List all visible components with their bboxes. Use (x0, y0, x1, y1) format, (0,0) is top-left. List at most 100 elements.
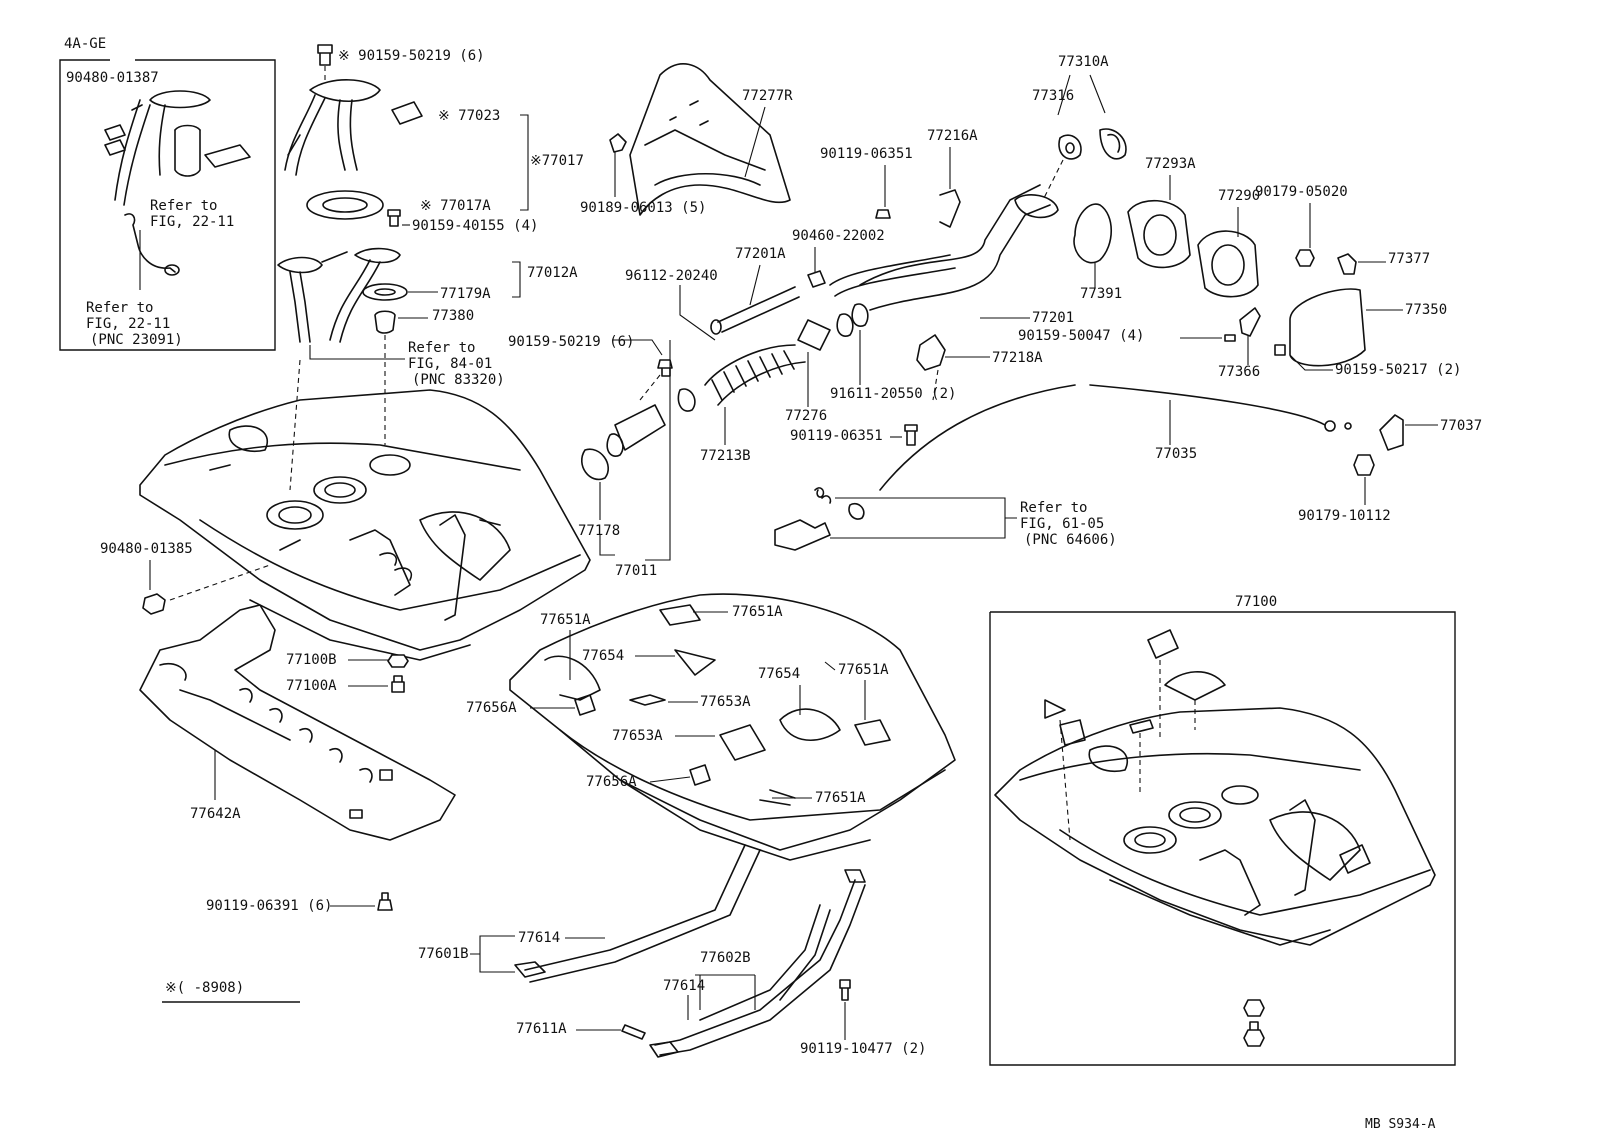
label-77213b: 77213B (700, 448, 751, 464)
leader-77601b (470, 935, 515, 973)
label-90460-22002: 90460-22002 (792, 228, 885, 244)
label-77377: 77377 (1388, 251, 1430, 267)
filler-tube-group: 96112-20240 77201A 90460-22002 77201 901… (508, 128, 1074, 579)
label-77614-1: 77614 (518, 930, 560, 946)
label-77656a-1: 77656A (466, 700, 517, 716)
label-91611-20550: 91611-20550 (2) (830, 386, 956, 402)
dash-90480-01385 (169, 564, 271, 601)
label-77216a: 77216A (927, 128, 978, 144)
label-77293a: 77293A (1145, 156, 1196, 172)
label-refer-fig22-11-a-l2: FIG, 22-11 (150, 214, 234, 230)
label-77601b: 77601B (418, 946, 469, 962)
label-90119-06351-top: 90119-06351 (820, 146, 913, 162)
label-77218a: 77218A (992, 350, 1043, 366)
label-77316: 77316 (1032, 88, 1074, 104)
leader-77602b (695, 974, 756, 1010)
label-refer-fig22-11-b-l2: FIG, 22-11 (86, 316, 170, 332)
label-77277r: 77277R (742, 88, 793, 104)
label-90179-05020: 90179-05020 (1255, 184, 1348, 200)
inset-fuel-pump (104, 90, 251, 206)
label-90159-50219-mid: 90159-50219 (6) (508, 334, 634, 350)
fuel-sender-group: ※ 90159-50219 (6) ※ 77023 ※77017 ※ 77017… (277, 44, 584, 491)
heat-insulator-77277r: 77277R 90189-06013 (5) (580, 63, 793, 216)
label-77366: 77366 (1218, 364, 1260, 380)
label-77035: 77035 (1155, 446, 1197, 462)
protector-77642a (139, 604, 456, 841)
label-90480-01385: 90480-01385 (100, 541, 193, 557)
label-77651a-1: 77651A (540, 612, 591, 628)
assembly-77100-box: 77100 (989, 594, 1456, 1066)
label-77290: 77290 (1218, 188, 1260, 204)
opener-cable-group: 77035 77037 90179-10112 Refer to FIG, 61… (774, 384, 1482, 551)
label-77653a-2: 77653A (612, 728, 663, 744)
label-date-note: ※( -8908) (165, 980, 244, 996)
label-77037: 77037 (1440, 418, 1482, 434)
label-77391: 77391 (1080, 286, 1122, 302)
label-refer-fig61-05-l3: (PNC 64606) (1024, 532, 1117, 548)
label-90159-40155: 90159-40155 (4) (412, 218, 538, 234)
label-96112-20240: 96112-20240 (625, 268, 718, 284)
label-90159-50217: 90159-50217 (2) (1335, 362, 1461, 378)
inset-4age: 4A-GE 90480-01387 Refer to FIG, 22-11 Re… (59, 36, 276, 351)
label-77656a-2: 77656A (586, 774, 637, 790)
grommet-90480-01385 (142, 593, 166, 615)
label-refer-fig61-05-l2: FIG, 61-05 (1020, 516, 1104, 532)
bolt-90119-06391 (377, 892, 393, 911)
label-90119-06351-mid: 90119-06351 (790, 428, 883, 444)
label-77100a: 77100A (286, 678, 337, 694)
label-77380: 77380 (432, 308, 474, 324)
label-77011: 77011 (615, 563, 657, 579)
label-77017: ※77017 (530, 153, 584, 169)
label-90119-10477: 90119-10477 (2) (800, 1041, 926, 1057)
label-77654-2: 77654 (758, 666, 800, 682)
label-90119-06391: 90119-06391 (6) (206, 898, 332, 914)
label-77654-1: 77654 (582, 648, 624, 664)
label-refer-fig84-01-l3: (PNC 83320) (412, 372, 505, 388)
label-77276: 77276 (785, 408, 827, 424)
label-77602b: 77602B (700, 950, 751, 966)
label-77651a-4: 77651A (815, 790, 866, 806)
label-77350: 77350 (1405, 302, 1447, 318)
leader-77651a-3 (824, 661, 866, 720)
label-77651a-2: 77651A (732, 604, 783, 620)
label-77614-2: 77614 (663, 978, 705, 994)
label-77100b: 77100B (286, 652, 337, 668)
label-engine-variant: 4A-GE (64, 36, 106, 52)
label-77651a-3: 77651A (838, 662, 889, 678)
label-77653a-1: 77653A (700, 694, 751, 710)
label-77178: 77178 (578, 523, 620, 539)
label-90189-06013: 90189-06013 (5) (580, 200, 706, 216)
label-refer-fig84-01-l1: Refer to (408, 340, 475, 356)
pad-77611a (621, 1024, 646, 1040)
label-77012a: 77012A (527, 265, 578, 281)
label-77023: ※ 77023 (438, 108, 500, 124)
nut-77100a (391, 675, 405, 693)
label-77611a: 77611A (516, 1021, 567, 1037)
label-refer-fig22-11-b-l3: (PNC 23091) (90, 332, 183, 348)
leader-77656a-2 (649, 776, 691, 783)
label-refer-fig84-01-l2: FIG, 84-01 (408, 356, 492, 372)
label-refer-fig61-05-l1: Refer to (1020, 500, 1087, 516)
filler-opening-group: 77310A 77316 77391 77293A 77290 90179-05… (1018, 54, 1461, 380)
label-90159-50047: 90159-50047 (4) (1018, 328, 1144, 344)
tank-bands (514, 844, 866, 1058)
center-tank (509, 593, 956, 861)
label-77642a: 77642A (190, 806, 241, 822)
label-diagram-code: MB S934-A (1365, 1117, 1436, 1132)
label-77201a: 77201A (735, 246, 786, 262)
nut-77100b (387, 654, 409, 668)
label-77179a: 77179A (440, 286, 491, 302)
label-77100: 77100 (1235, 594, 1277, 610)
main-fuel-tank (139, 389, 591, 661)
bolt-90119-10477 (839, 979, 851, 1001)
label-90480-01387: 90480-01387 (66, 70, 159, 86)
label-77017a: ※ 77017A (420, 198, 491, 214)
label-refer-fig22-11-b-l1: Refer to (86, 300, 153, 316)
corrugated-hose (704, 344, 806, 406)
label-refer-fig22-11-a-l1: Refer to (150, 198, 217, 214)
label-90179-10112: 90179-10112 (1298, 508, 1391, 524)
label-77310a: 77310A (1058, 54, 1109, 70)
label-90159-50219-top: ※ 90159-50219 (6) (338, 48, 485, 64)
label-77201: 77201 (1032, 310, 1074, 326)
